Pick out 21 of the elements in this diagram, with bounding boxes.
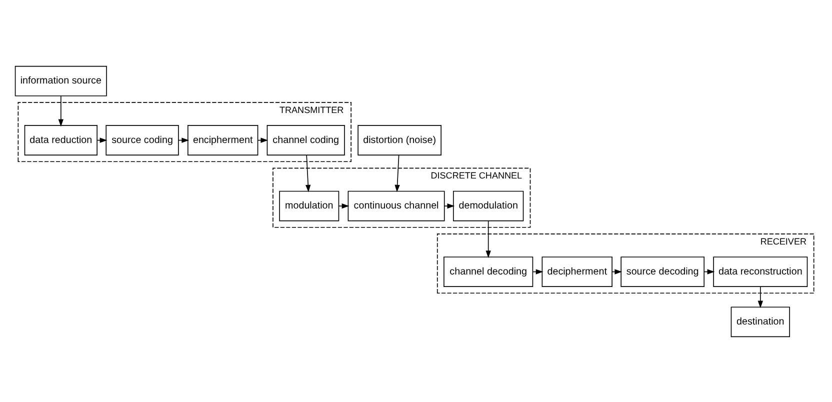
node-box: continuous channel <box>348 190 445 221</box>
node-box: distortion (noise) <box>358 124 442 155</box>
arrow <box>758 286 763 308</box>
node-box: modulation <box>279 190 340 221</box>
node-box: encipherment <box>188 124 258 155</box>
arrow <box>306 154 311 192</box>
arrow <box>338 202 350 208</box>
arrow <box>394 154 400 192</box>
node-box: source decoding <box>620 256 704 286</box>
arrow <box>444 202 455 208</box>
node-box: destination <box>730 306 790 337</box>
node-box: channel decoding <box>444 256 534 286</box>
node-box: data reconstruction <box>713 256 808 286</box>
node-box: information source <box>14 65 107 96</box>
node-box: channel coding <box>266 124 345 155</box>
node-box: data reduction <box>24 124 98 155</box>
arrow <box>58 95 64 126</box>
node-box: decipherment <box>542 256 612 286</box>
node-box: demodulation <box>452 190 524 221</box>
node-box: source coding <box>106 124 179 155</box>
arrow <box>486 220 491 258</box>
